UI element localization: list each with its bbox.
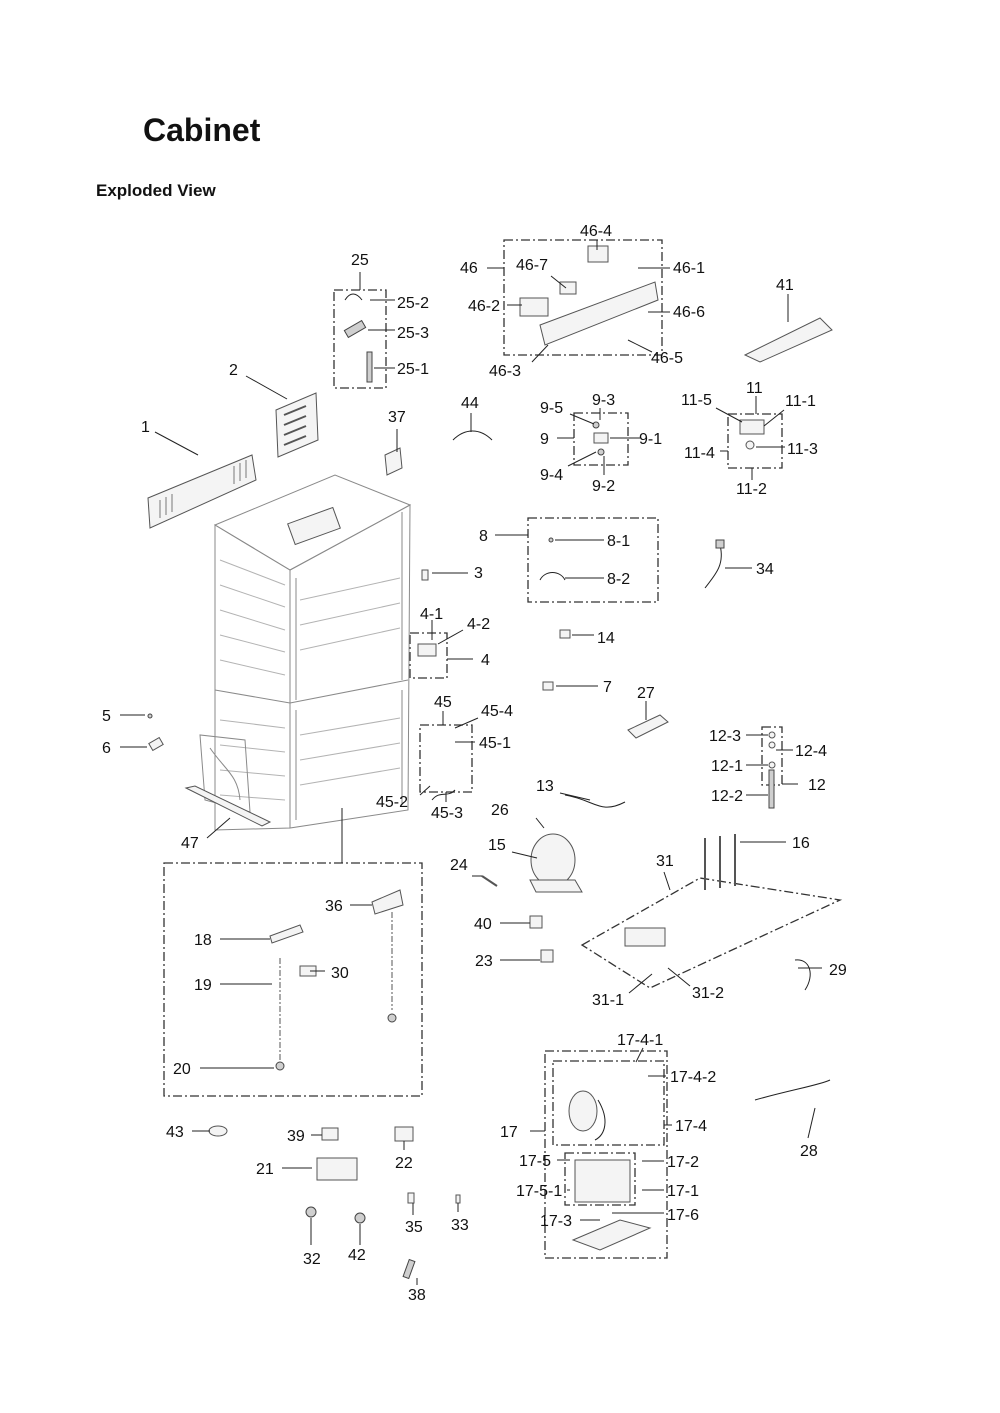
callout-1: 1 xyxy=(141,419,150,436)
callout-11: 11 xyxy=(746,380,763,397)
callout-9: 9 xyxy=(540,431,549,448)
callout-31: 31 xyxy=(656,853,674,870)
page-subtitle: Exploded View xyxy=(96,181,216,200)
callout-17: 17 xyxy=(500,1124,518,1141)
callout-11-2: 11-2 xyxy=(736,481,767,498)
callout-9-4: 9-4 xyxy=(540,467,563,484)
callout-18: 18 xyxy=(194,932,212,949)
callout-17-3: 17-3 xyxy=(540,1213,572,1230)
callout-7: 7 xyxy=(603,679,612,696)
callout-13: 13 xyxy=(536,778,554,795)
callout-27: 27 xyxy=(637,685,655,702)
callout-24: 24 xyxy=(450,857,468,874)
callout-25-3: 25-3 xyxy=(397,325,429,342)
callout-42: 42 xyxy=(348,1247,366,1264)
callout-4: 4 xyxy=(481,652,490,669)
callout-46-3: 46-3 xyxy=(489,363,521,380)
callout-21: 21 xyxy=(256,1161,274,1178)
callout-17-4-1: 17-4-1 xyxy=(617,1032,663,1049)
callout-44: 44 xyxy=(461,395,479,412)
callout-6: 6 xyxy=(102,740,111,757)
callout-20: 20 xyxy=(173,1061,191,1078)
callout-14: 14 xyxy=(597,630,615,647)
cabinet-body xyxy=(199,474,412,831)
parts xyxy=(147,245,833,1280)
callout-19: 19 xyxy=(194,977,212,994)
callout-9-1: 9-1 xyxy=(639,431,662,448)
callout-45-3: 45-3 xyxy=(431,805,463,822)
callout-4-1: 4-1 xyxy=(420,606,443,623)
callout-31-2: 31-2 xyxy=(692,985,724,1002)
callout-43: 43 xyxy=(166,1124,184,1141)
callout-37: 37 xyxy=(388,409,406,426)
callout-35: 35 xyxy=(405,1219,423,1236)
callout-9-3: 9-3 xyxy=(592,392,615,409)
callout-11-3: 11-3 xyxy=(787,441,818,458)
callout-11-5: 11-5 xyxy=(681,392,712,409)
callout-34: 34 xyxy=(756,561,774,578)
callout-30: 30 xyxy=(331,965,349,982)
callout-12-3: 12-3 xyxy=(709,728,741,745)
callout-45-2: 45-2 xyxy=(376,794,408,811)
callout-11-4: 11-4 xyxy=(684,445,715,462)
callout-46-5: 46-5 xyxy=(651,350,683,367)
callout-45-4: 45-4 xyxy=(481,703,513,720)
callout-46-2: 46-2 xyxy=(468,298,500,315)
callout-12-2: 12-2 xyxy=(711,788,743,805)
callout-9-5: 9-5 xyxy=(540,400,563,417)
page-title: Cabinet xyxy=(143,112,261,148)
callout-17-2: 17-2 xyxy=(667,1154,699,1171)
callout-32: 32 xyxy=(303,1251,321,1268)
callout-36: 36 xyxy=(325,898,343,915)
callout-31-1: 31-1 xyxy=(592,992,624,1009)
callout-17-4: 17-4 xyxy=(675,1118,707,1135)
callout-labels: 1 2 3 4 4-1 4-2 5 6 7 8 8-1 8-2 9 9-1 9-… xyxy=(102,223,847,1304)
callout-25-2: 25-2 xyxy=(397,295,429,312)
callout-9-2: 9-2 xyxy=(592,478,615,495)
callout-28: 28 xyxy=(800,1143,818,1160)
leader-lines xyxy=(120,240,822,1285)
callout-16: 16 xyxy=(792,835,810,852)
callout-8-1: 8-1 xyxy=(607,533,630,550)
callout-45: 45 xyxy=(434,694,452,711)
callout-38: 38 xyxy=(408,1287,426,1304)
callout-25-1: 25-1 xyxy=(397,361,429,378)
callout-17-1: 17-1 xyxy=(667,1183,699,1200)
callout-17-6: 17-6 xyxy=(667,1207,699,1224)
callout-33: 33 xyxy=(451,1217,469,1234)
callout-3: 3 xyxy=(474,565,483,582)
callout-25: 25 xyxy=(351,252,369,269)
callout-26: 26 xyxy=(491,802,509,819)
callout-2: 2 xyxy=(229,362,238,379)
callout-17-5-1: 17-5-1 xyxy=(516,1183,562,1200)
callout-23: 23 xyxy=(475,953,493,970)
callout-15: 15 xyxy=(488,837,506,854)
callout-22: 22 xyxy=(395,1155,413,1172)
callout-11-1: 11-1 xyxy=(785,393,816,410)
callout-12-4: 12-4 xyxy=(795,743,827,760)
callout-46-1: 46-1 xyxy=(673,260,705,277)
callout-47: 47 xyxy=(181,835,199,852)
callout-46: 46 xyxy=(460,260,478,277)
callout-46-7: 46-7 xyxy=(516,257,548,274)
callout-46-4: 46-4 xyxy=(580,223,612,240)
callout-8-2: 8-2 xyxy=(607,571,630,588)
callout-17-4-2: 17-4-2 xyxy=(670,1069,716,1086)
callout-29: 29 xyxy=(829,962,847,979)
callout-12-1: 12-1 xyxy=(711,758,743,775)
callout-46-6: 46-6 xyxy=(673,304,705,321)
callout-17-5: 17-5 xyxy=(519,1153,551,1170)
callout-8: 8 xyxy=(479,528,488,545)
callout-4-2: 4-2 xyxy=(467,616,490,633)
callout-5: 5 xyxy=(102,708,111,725)
callout-45-1: 45-1 xyxy=(479,735,511,752)
callout-39: 39 xyxy=(287,1128,305,1145)
callout-12: 12 xyxy=(808,777,826,794)
callout-40: 40 xyxy=(474,916,492,933)
callout-41: 41 xyxy=(776,277,794,294)
